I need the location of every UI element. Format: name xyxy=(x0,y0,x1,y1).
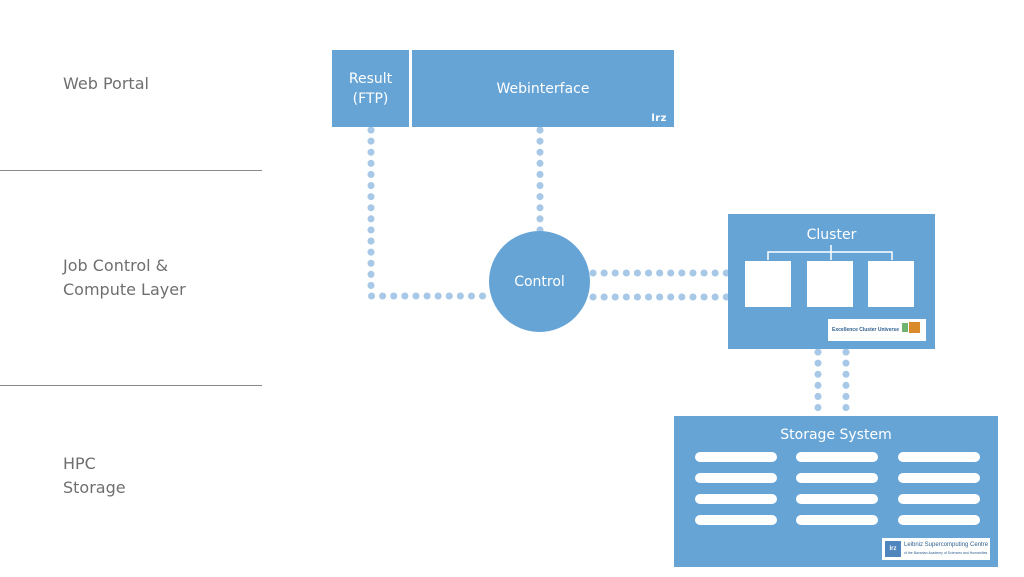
cluster-node xyxy=(868,261,914,307)
control-label: Control xyxy=(514,273,565,290)
result-ftp-label: Result (FTP) xyxy=(348,70,393,107)
layer-label-web-portal: Web Portal xyxy=(63,74,149,93)
cluster-label: Cluster xyxy=(806,227,857,243)
connector-result-to-control xyxy=(367,126,494,300)
storage-system-label: Storage System xyxy=(780,427,892,443)
storage-disk xyxy=(898,473,980,483)
storage-disk xyxy=(695,494,777,504)
storage-disk xyxy=(695,515,777,525)
webinterface-box: Webinterface lrz xyxy=(412,50,674,127)
lrz-logo-icon: lrz xyxy=(885,541,901,557)
storage-disk xyxy=(898,494,980,504)
layer-label-job-control: Job Control & Compute Layer xyxy=(63,256,186,299)
lrz-subtitle: of the Bavarian Academy of Sciences and … xyxy=(904,551,988,555)
excellence-cluster-logo: Excellence Cluster Universe xyxy=(828,319,926,341)
partner-logo-icon xyxy=(902,323,908,332)
cluster-node xyxy=(745,261,791,307)
cluster-node xyxy=(807,261,853,307)
layer-label-hpc-storage: HPC Storage xyxy=(63,454,126,497)
storage-disk xyxy=(695,473,777,483)
storage-system-box: Storage System lrz Leibniz Supercomputin… xyxy=(674,416,998,567)
lrz-logo-badge: lrz Leibniz Supercomputing Centre of the… xyxy=(882,538,990,560)
cluster-tree-lines xyxy=(767,245,893,260)
storage-disk xyxy=(796,473,878,483)
lrz-full-name: Leibniz Supercomputing Centre xyxy=(904,542,989,548)
storage-disk xyxy=(796,452,878,462)
cluster-box: Cluster Excellence Cluster Universe xyxy=(728,214,935,349)
storage-disk xyxy=(695,452,777,462)
control-node: Control xyxy=(489,231,590,332)
storage-disk xyxy=(796,494,878,504)
universe-image-icon xyxy=(909,322,920,333)
layer-divider xyxy=(0,385,262,386)
webinterface-label: Webinterface xyxy=(496,80,590,97)
storage-disk xyxy=(796,515,878,525)
storage-disk xyxy=(898,452,980,462)
layer-divider xyxy=(0,170,262,171)
storage-disk xyxy=(898,515,980,525)
excellence-cluster-text: Excellence Cluster Universe xyxy=(832,327,899,333)
lrz-logo-small: lrz xyxy=(651,113,667,124)
result-ftp-box: Result (FTP) xyxy=(332,50,409,127)
